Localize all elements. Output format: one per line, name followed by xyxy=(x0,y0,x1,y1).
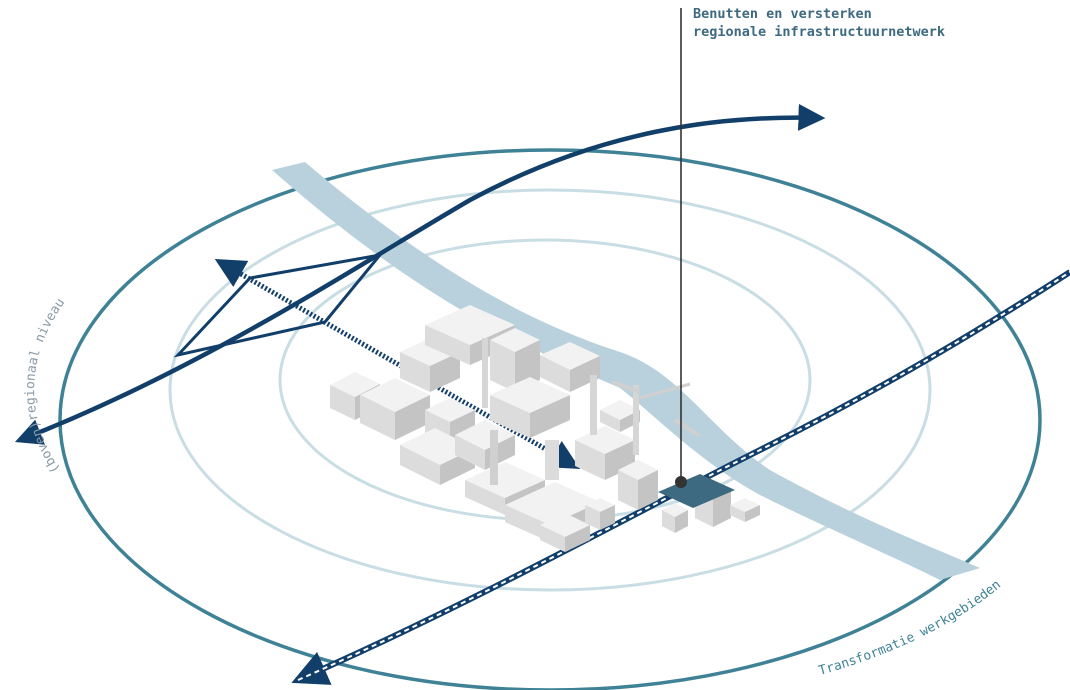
transformation-text: Transformatie werkgebieden xyxy=(817,577,1004,678)
callout-line-1: Benutten en versterken xyxy=(693,6,872,22)
infrastructure-callout: Benutten en versterken regionale infrast… xyxy=(693,5,945,41)
city-buildings xyxy=(330,305,760,552)
callout-marker xyxy=(675,476,687,488)
callout-line-2: regionale infrastructuurnetwerk xyxy=(693,24,945,40)
dashed-arrow-upper xyxy=(214,259,581,469)
rail-arrow-dashes xyxy=(297,271,1070,681)
transformation-label: Transformatie werkgebieden xyxy=(817,577,1004,678)
regional-arrow xyxy=(14,103,826,445)
